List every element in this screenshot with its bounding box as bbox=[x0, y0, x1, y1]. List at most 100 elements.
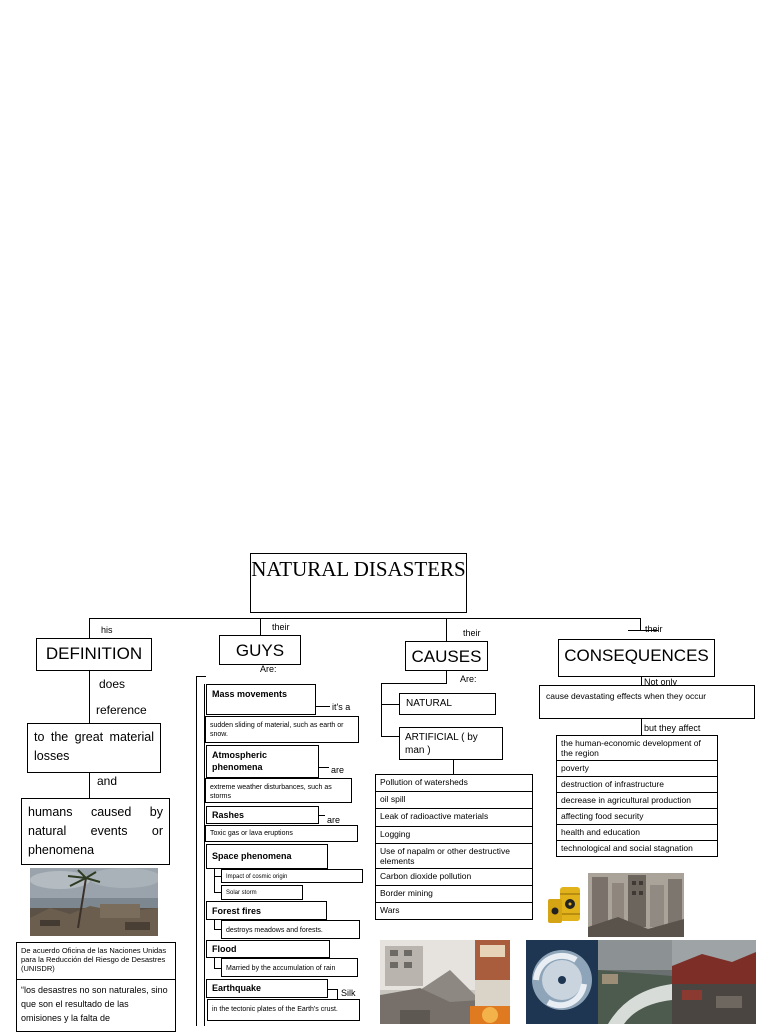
guys-space-label: Space phenomena bbox=[212, 851, 292, 861]
causes-list-item-text: Use of napalm or other destructive eleme… bbox=[380, 846, 510, 866]
guys-flood-desc: Married by the accumulation of rain bbox=[221, 958, 358, 977]
causes-list: Pollution of watersheds oil spill Leak o… bbox=[375, 774, 533, 920]
consequences-list-item: destruction of infrastructure bbox=[556, 776, 718, 793]
flood-street-image bbox=[672, 940, 756, 1024]
guys-rashes-desc: Toxic gas or lava eruptions bbox=[205, 825, 358, 842]
hurricane-satellite-photo bbox=[526, 940, 598, 1024]
consequences-list-item: affecting food security bbox=[556, 808, 718, 825]
connector bbox=[214, 869, 215, 893]
causes-heading-text: CAUSES bbox=[411, 647, 482, 666]
destroyed-city-image bbox=[588, 873, 684, 937]
guys-space-desc-2-text: Solar storm bbox=[226, 890, 257, 896]
destroyed-city-photo bbox=[588, 873, 684, 937]
connector bbox=[381, 704, 399, 705]
consequences-list: the human-economic development of the re… bbox=[556, 735, 718, 857]
consequences-list-item: health and education bbox=[556, 824, 718, 841]
label-but-they-affect: but they affect bbox=[644, 723, 701, 733]
guys-space-desc-1-text: Impact of cosmic origin bbox=[226, 874, 288, 880]
page-title: NATURAL DISASTERS bbox=[251, 557, 466, 581]
connector bbox=[381, 683, 382, 737]
guys-flood-label: Flood bbox=[212, 944, 237, 954]
connector bbox=[381, 736, 399, 737]
causes-list-item: Carbon dioxide pollution bbox=[375, 868, 533, 886]
radioactive-barrel-icon bbox=[548, 887, 580, 923]
guys-forest-fires-desc: destroys meadows and forests. bbox=[221, 920, 360, 939]
unisdr-quote: “los desastres no son naturales, sino qu… bbox=[21, 985, 168, 1023]
label-their-causes: their bbox=[463, 628, 481, 638]
label-their-guys: their bbox=[272, 622, 290, 632]
guys-rashes-desc-text: Toxic gas or lava eruptions bbox=[210, 830, 293, 837]
causes-natural: NATURAL bbox=[399, 693, 496, 715]
causes-natural-text: NATURAL bbox=[406, 698, 452, 709]
connector bbox=[196, 676, 206, 677]
guys-mass-movements: Mass movements bbox=[206, 684, 316, 715]
label-their-consequences: their bbox=[645, 624, 663, 634]
connector bbox=[641, 719, 642, 735]
causes-heading: CAUSES bbox=[405, 641, 488, 671]
causes-list-item-text: Border mining bbox=[380, 888, 433, 898]
connector bbox=[453, 760, 454, 774]
guys-heading: GUYS bbox=[219, 635, 301, 665]
consequences-heading-text: CONSEQUENCES bbox=[564, 646, 709, 665]
connector bbox=[214, 929, 221, 930]
label-not-only: Not only bbox=[644, 677, 678, 687]
guys-flood-desc-text: Married by the accumulation of rain bbox=[226, 965, 336, 972]
consequences-effect-text: cause devastating effects when they occu… bbox=[546, 691, 707, 701]
causes-list-item-text: Pollution of watersheds bbox=[380, 777, 468, 787]
guys-rashes-label: Rashes bbox=[212, 810, 245, 820]
guys-flood: Flood bbox=[206, 940, 330, 958]
guys-earthquake-desc: in the tectonic plates of the Earth's cr… bbox=[207, 999, 360, 1021]
causes-list-item-text: Carbon dioxide pollution bbox=[380, 871, 472, 881]
consequences-list-item-text: destruction of infrastructure bbox=[561, 779, 664, 789]
guys-atmospheric-label: Atmospheric phenomena bbox=[212, 750, 268, 772]
causes-list-item: Use of napalm or other destructive eleme… bbox=[375, 843, 533, 869]
guys-mass-movements-desc: sudden sliding of material, such as eart… bbox=[205, 716, 359, 743]
definition-box-1-text: to the great material losses bbox=[34, 730, 154, 763]
guys-heading-text: GUYS bbox=[235, 641, 285, 660]
connector bbox=[89, 618, 641, 619]
causes-list-item: Pollution of watersheds bbox=[375, 774, 533, 792]
causes-list-item: Wars bbox=[375, 902, 533, 920]
connector bbox=[214, 968, 221, 969]
causes-list-item: Leak of radioactive materials bbox=[375, 808, 533, 827]
divider bbox=[17, 979, 175, 980]
guys-forest-fires: Forest fires bbox=[206, 901, 327, 920]
connector bbox=[196, 676, 197, 1026]
guys-space: Space phenomena bbox=[206, 844, 328, 869]
connector bbox=[260, 618, 261, 636]
storm-coast-image bbox=[598, 940, 672, 1024]
hurricane-damage-image bbox=[30, 868, 158, 936]
consequences-list-item: the human-economic development of the re… bbox=[556, 735, 718, 761]
guys-space-desc-2: Solar storm bbox=[221, 885, 303, 900]
guys-atmospheric-desc: extreme weather disturbances, such as st… bbox=[205, 778, 352, 803]
consequences-list-item-text: poverty bbox=[561, 763, 589, 773]
guys-mass-movements-desc-text: sudden sliding of material, such as eart… bbox=[210, 722, 344, 738]
consequences-list-item-text: technological and social stagnation bbox=[561, 843, 693, 853]
guys-forest-fires-desc-text: destroys meadows and forests. bbox=[226, 927, 323, 934]
consequences-effect: cause devastating effects when they occu… bbox=[539, 685, 755, 719]
title-box: NATURAL DISASTERS bbox=[250, 553, 467, 613]
connector bbox=[446, 618, 447, 641]
consequences-list-item: decrease in agricultural production bbox=[556, 792, 718, 809]
connector bbox=[319, 767, 329, 768]
unisdr-box: De acuerdo Oficina de las Naciones Unida… bbox=[16, 942, 176, 1032]
connector bbox=[628, 630, 658, 631]
connector bbox=[337, 989, 338, 999]
label-his: his bbox=[101, 625, 113, 635]
storm-coast-photo bbox=[598, 940, 672, 1024]
guys-atmospheric: Atmospheric phenomena bbox=[206, 745, 319, 778]
causes-list-item-text: oil spill bbox=[380, 794, 406, 804]
consequences-list-item-text: the human-economic development of the re… bbox=[561, 738, 701, 758]
collapsed-building-photo bbox=[380, 940, 510, 1024]
connector bbox=[319, 815, 325, 816]
causes-list-item: Border mining bbox=[375, 885, 533, 903]
flood-street-photo bbox=[672, 940, 756, 1024]
collapsed-building-image bbox=[380, 940, 510, 1024]
definition-heading-text: DEFINITION bbox=[45, 644, 143, 663]
definition-heading: DEFINITION bbox=[36, 638, 152, 671]
guys-earthquake-desc-text: in the tectonic plates of the Earth's cr… bbox=[212, 1006, 338, 1013]
connector bbox=[214, 876, 222, 877]
causes-list-item-text: Wars bbox=[380, 905, 400, 915]
connector bbox=[214, 892, 222, 893]
consequences-list-item-text: affecting food security bbox=[561, 811, 644, 821]
